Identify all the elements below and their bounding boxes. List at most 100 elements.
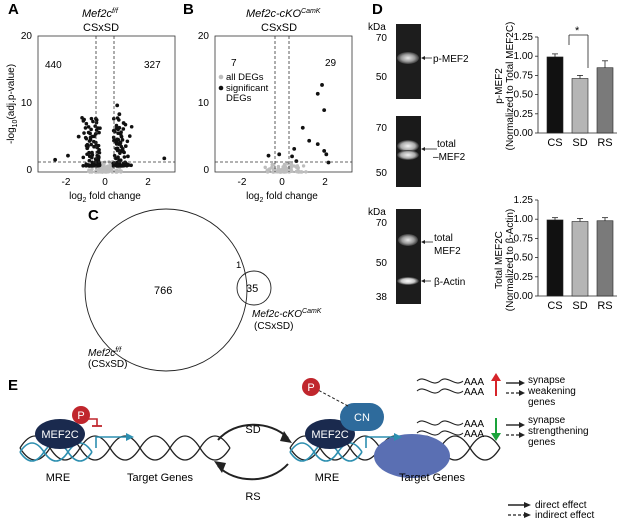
bar2-xtick: CS bbox=[547, 300, 562, 312]
panel-a-xtick: 0 bbox=[102, 177, 108, 188]
venn-big-count: 766 bbox=[154, 285, 172, 297]
venn-big-circle bbox=[84, 208, 248, 372]
panel-a-ytick: 10 bbox=[21, 98, 33, 109]
panel-b-plot-frame bbox=[214, 35, 353, 173]
bar1-ytick: 0.00 bbox=[514, 128, 534, 139]
panel-a-xtick: 2 bbox=[145, 177, 151, 188]
legend-indirect-arrowhead bbox=[524, 512, 531, 518]
scatter-point-nonsig bbox=[276, 164, 281, 169]
scatter-point-sig bbox=[266, 153, 271, 158]
panel-a-xtick: -2 bbox=[62, 177, 71, 188]
scatter-point-sig bbox=[91, 119, 95, 124]
scatter-point-sig bbox=[89, 142, 93, 147]
indirect-arrowhead-strong bbox=[519, 432, 525, 438]
blot2-label-1: total bbox=[437, 139, 456, 150]
scatter-point-sig bbox=[322, 108, 327, 113]
scatter-point-sig bbox=[300, 125, 305, 130]
panel-a-count-right: 327 bbox=[144, 60, 161, 71]
venn-big-gene: Mef2cf/f bbox=[88, 347, 122, 359]
bar2-ylabel-1: Total MEF2C bbox=[494, 231, 505, 289]
scatter-point-sig bbox=[117, 125, 122, 130]
panel-d: D kDa 70 50 p-MEF2 70 50 total – bbox=[368, 1, 617, 312]
scatter-point-sig bbox=[324, 152, 329, 157]
panel-b-xtick: 2 bbox=[322, 177, 328, 188]
polya-up-2: AAA bbox=[464, 387, 484, 398]
sd-arrowhead bbox=[280, 431, 292, 443]
polymerase-blob bbox=[374, 434, 450, 478]
blot3-band-actin bbox=[397, 277, 419, 285]
legend-significant: significant bbox=[226, 83, 269, 94]
scatter-point-sig bbox=[121, 127, 126, 131]
scatter-point-nonsig bbox=[103, 170, 107, 174]
cn-release-arrow bbox=[317, 389, 349, 407]
panel-b-xtick: 0 bbox=[279, 177, 285, 188]
scatter-point-sig bbox=[277, 152, 282, 157]
scatter-point-sig bbox=[88, 131, 92, 136]
scatter-point-sig bbox=[111, 128, 116, 133]
down-arrowhead bbox=[491, 433, 501, 441]
panel-b-title: Mef2c-cKOCamK bbox=[246, 8, 321, 20]
scatter-point-sig bbox=[120, 148, 124, 152]
weak-label-2: weakening bbox=[527, 386, 576, 397]
weak-label-1: synapse bbox=[528, 375, 566, 386]
bar2-ytick: 1.25 bbox=[514, 195, 534, 206]
scatter-point-sig bbox=[119, 134, 124, 139]
legend-indirect: indirect effect bbox=[535, 510, 595, 518]
blot3-label-1: total bbox=[434, 233, 453, 244]
scatter-point-sig bbox=[76, 134, 81, 139]
scatter-point-nonsig bbox=[304, 170, 308, 174]
scatter-point-sig bbox=[86, 125, 91, 129]
panel-b-ytick: 20 bbox=[198, 31, 210, 42]
panel-b: B Mef2c-cKOCamK CSxSD 7 29 all DEGs sign… bbox=[183, 1, 353, 204]
inhibition-line bbox=[88, 418, 98, 426]
legend-all-degs-marker bbox=[218, 74, 224, 80]
bar2-xtick: RS bbox=[597, 300, 612, 312]
scatter-point-nonsig bbox=[301, 164, 306, 168]
scatter-point-sig bbox=[126, 163, 131, 167]
scatter-point-nonsig bbox=[281, 166, 285, 171]
scatter-point-sig bbox=[315, 91, 320, 96]
direct-arrowhead-weak bbox=[519, 380, 525, 386]
panel-d-label: D bbox=[372, 1, 383, 18]
mef2c-label-left: MEF2C bbox=[41, 429, 78, 441]
bar2-ytick: 1.00 bbox=[514, 214, 534, 225]
bar1-ytick: 0.50 bbox=[514, 90, 534, 101]
scatter-point-nonsig bbox=[295, 164, 300, 168]
blot1-label: p-MEF2 bbox=[433, 54, 469, 65]
scatter-point-sig bbox=[90, 153, 95, 157]
bar2-ytick: 0.50 bbox=[514, 253, 534, 264]
scatter-point-sig bbox=[115, 137, 120, 142]
blot3-lane bbox=[396, 209, 421, 304]
scatter-point-nonsig bbox=[100, 170, 105, 174]
target-genes-right: Target Genes bbox=[399, 472, 466, 484]
scatter-point-sig bbox=[87, 139, 92, 143]
scatter-point-sig bbox=[66, 153, 70, 158]
blot3-label-3: β-Actin bbox=[434, 277, 465, 288]
scatter-point-sig bbox=[93, 124, 97, 128]
phospho-p-right-label: P bbox=[307, 382, 314, 394]
phospho-p-left bbox=[72, 406, 90, 424]
panel-b-subtitle: CSxSD bbox=[261, 22, 297, 34]
scatter-point-sig bbox=[290, 154, 294, 159]
scatter-point-sig bbox=[120, 138, 125, 142]
panel-b-scatter bbox=[263, 83, 331, 174]
bar1-bar-rs bbox=[596, 67, 614, 134]
sd-label: SD bbox=[245, 424, 260, 436]
bar2-ytick: 0.75 bbox=[514, 233, 534, 244]
scatter-point-sig bbox=[89, 116, 94, 121]
scatter-point-sig bbox=[117, 112, 122, 117]
legend-significant-marker bbox=[218, 85, 224, 91]
bar2-xtick: SD bbox=[572, 300, 587, 312]
blot2-tick: 70 bbox=[376, 123, 388, 134]
bar1-xtick: SD bbox=[572, 137, 587, 149]
scatter-point-nonsig bbox=[102, 163, 106, 167]
blot3-tick: 38 bbox=[376, 292, 388, 303]
panel-b-ytick: 10 bbox=[198, 98, 210, 109]
scatter-point-nonsig bbox=[286, 169, 291, 174]
mre-label-right: MRE bbox=[315, 472, 339, 484]
venn-overlap-count: 1 bbox=[236, 260, 241, 271]
scatter-point-sig bbox=[118, 151, 122, 155]
mef2c-protein-right bbox=[305, 419, 355, 449]
panel-a-xlabel: log2 fold change bbox=[69, 191, 141, 204]
